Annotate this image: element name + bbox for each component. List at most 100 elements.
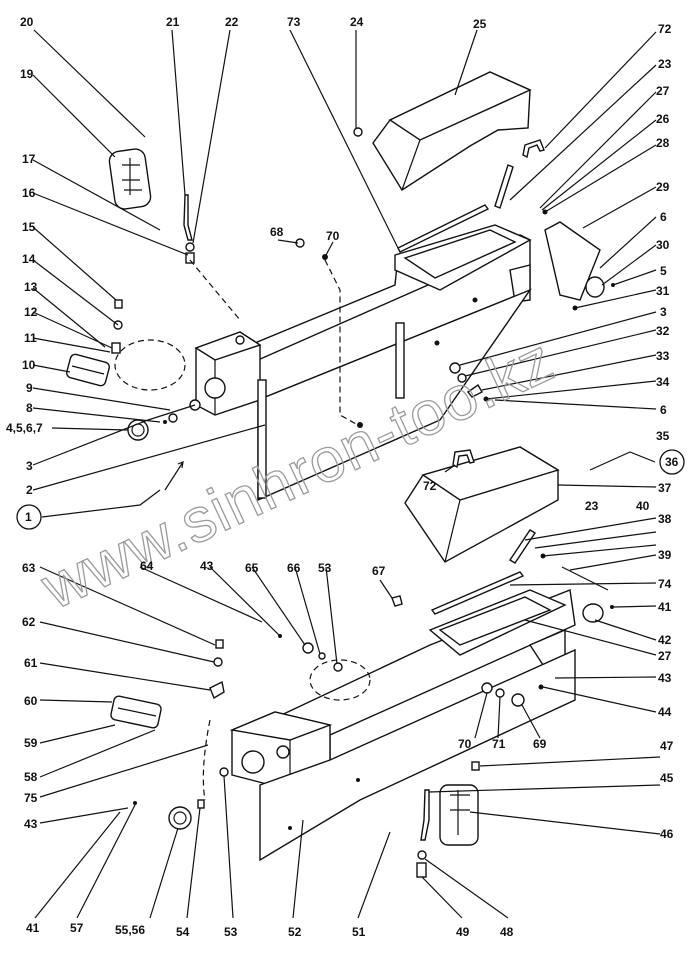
washer-16: [185, 242, 195, 252]
label-41-bottom: 41: [26, 921, 40, 935]
washer-70: [481, 682, 493, 694]
knob-30: [585, 276, 605, 298]
lamp-10: [65, 353, 111, 387]
cover-37: [404, 446, 560, 563]
label-73: 73: [287, 15, 301, 29]
nut-lower: [357, 422, 363, 428]
label-61: 61: [24, 656, 38, 670]
lower-plate: [259, 648, 576, 862]
washer-71: [495, 688, 505, 698]
clip-65: [302, 642, 314, 654]
label-5: 5: [660, 264, 667, 278]
label-51: 51: [352, 925, 366, 939]
bracket-29: [544, 221, 601, 301]
label-24: 24: [350, 15, 364, 29]
spring-39: [561, 566, 609, 591]
label-32: 32: [656, 324, 670, 338]
ring-66: [318, 652, 326, 660]
screw-63: [215, 639, 224, 649]
part-8: [163, 420, 167, 424]
label-5556: 55,56: [115, 923, 145, 937]
label-4567: 4,5,6,7: [6, 421, 43, 435]
nut-57: [133, 801, 137, 805]
lens-19: [108, 148, 152, 210]
handle-72-mid: [452, 449, 475, 469]
label-10: 10: [22, 358, 36, 372]
label-70-top: 70: [326, 229, 340, 243]
label-34: 34: [656, 375, 670, 389]
label-69: 69: [533, 737, 547, 751]
part-labels: 20 21 22 73 24 25 72 23 27 26 28 29 6 30…: [6, 15, 685, 939]
label-63: 63: [22, 561, 36, 575]
label-43-mid: 43: [200, 559, 214, 573]
label-72-top: 72: [658, 22, 672, 36]
label-27-lower: 27: [658, 649, 672, 663]
knob-5556: [168, 806, 192, 830]
label-49: 49: [456, 925, 470, 939]
upper-plate: [257, 288, 532, 502]
label-67: 67: [372, 564, 386, 578]
label-29: 29: [656, 180, 670, 194]
label-43-left: 43: [24, 817, 38, 831]
label-23-top: 23: [658, 57, 672, 71]
screw-15: [114, 299, 123, 309]
ring-3-right: [449, 362, 461, 374]
label-13: 13: [24, 280, 38, 294]
label-19: 19: [20, 67, 34, 81]
label-48: 48: [500, 925, 514, 939]
label-22: 22: [225, 15, 239, 29]
label-6-top: 6: [660, 210, 667, 224]
washer-62: [213, 657, 223, 667]
label-15: 15: [22, 220, 36, 234]
label-14: 14: [22, 252, 36, 266]
label-40: 40: [636, 499, 650, 513]
label-62: 62: [22, 615, 36, 629]
rod-74: [430, 571, 525, 615]
knob-4567: [127, 419, 149, 441]
part-9: [168, 413, 178, 423]
strip-23-top: [494, 164, 514, 209]
leader-lines: [32, 29, 661, 919]
label-1: 1: [25, 510, 32, 524]
upper-end-box: [194, 331, 262, 416]
label-35: 35: [656, 429, 670, 443]
washer-48: [417, 850, 427, 860]
label-25: 25: [473, 17, 487, 31]
label-44: 44: [658, 705, 672, 719]
arrow-2: [164, 461, 184, 491]
label-58: 58: [24, 770, 38, 784]
bracket-12: [111, 342, 121, 354]
label-9: 9: [26, 381, 33, 395]
label-68: 68: [270, 225, 284, 239]
circle-1: [16, 504, 42, 530]
label-66: 66: [287, 561, 301, 575]
label-74: 74: [658, 577, 672, 591]
label-43-right: 43: [658, 671, 672, 685]
label-57: 57: [70, 921, 84, 935]
label-30: 30: [656, 238, 670, 252]
knob-69: [511, 693, 525, 707]
label-2: 2: [26, 483, 33, 497]
clip-24: [353, 127, 363, 137]
label-65: 65: [245, 561, 259, 575]
nut-44: [538, 684, 544, 690]
dash-16: [189, 259, 241, 321]
clip-34: [466, 383, 483, 398]
rod-73: [397, 204, 490, 253]
nut-70: [322, 254, 328, 260]
label-21: 21: [166, 15, 180, 29]
rod-45: [420, 789, 430, 841]
label-23-lower: 23: [585, 499, 599, 513]
knob-42: [582, 603, 604, 623]
spring-16: [185, 252, 195, 264]
screw-47: [471, 761, 480, 771]
label-46: 46: [660, 827, 674, 841]
ring-53: [333, 662, 343, 672]
label-47: 47: [660, 739, 674, 753]
label-37: 37: [658, 481, 672, 495]
label-27-top: 27: [656, 84, 670, 98]
ring-53-lower: [219, 767, 229, 777]
label-11: 11: [24, 331, 37, 345]
